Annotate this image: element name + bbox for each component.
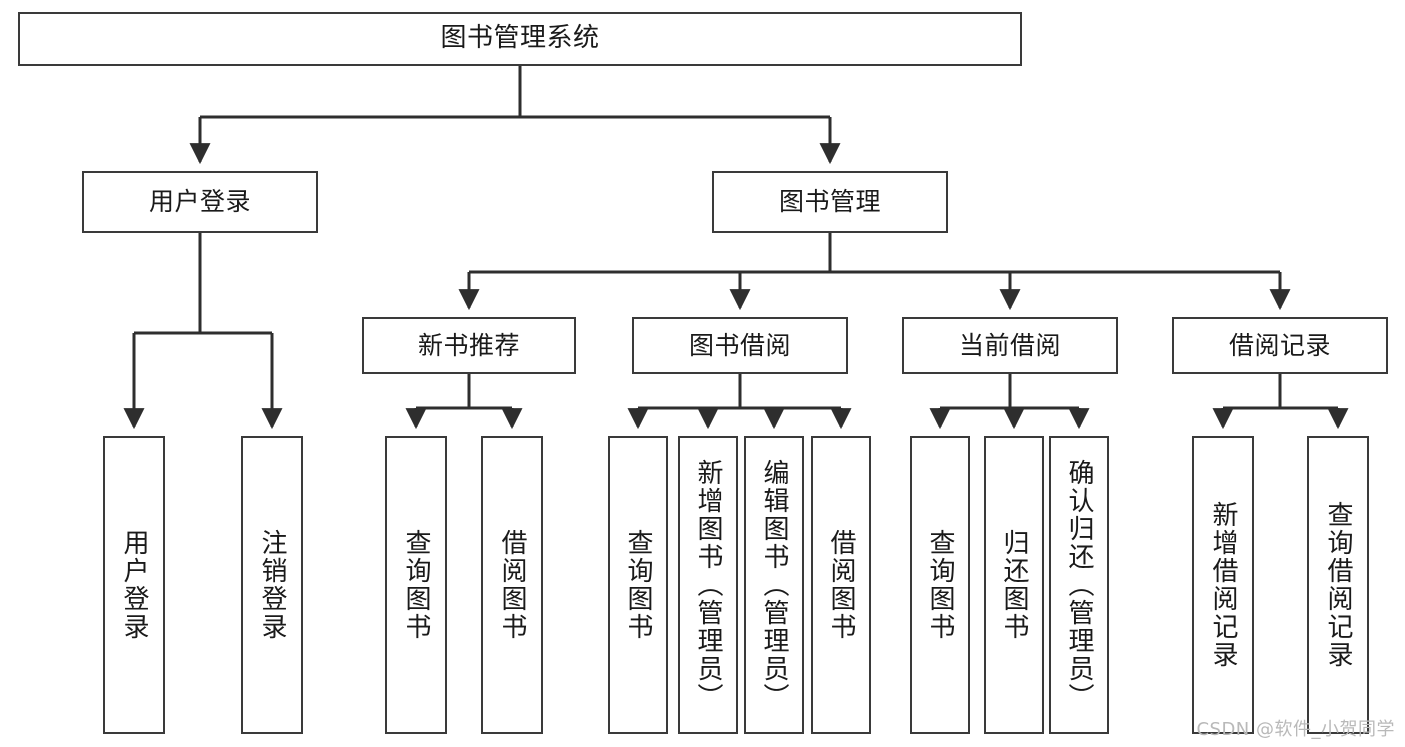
node-book-management[interactable]: 图书管理: [712, 171, 948, 233]
node-label: 查询图书: [925, 529, 956, 641]
node-record-add[interactable]: 新增借阅记录: [1192, 436, 1254, 734]
node-label: 新书推荐: [417, 330, 520, 360]
node-borrow-record[interactable]: 借阅记录: [1172, 317, 1388, 374]
node-borrow-query-book[interactable]: 查询图书: [608, 436, 668, 734]
node-current-query-book[interactable]: 查询图书: [910, 436, 970, 734]
node-label: 当前借阅: [958, 330, 1061, 360]
node-current-confirm-return[interactable]: 确认归还（管理员）: [1049, 436, 1109, 734]
node-label: 确认归还（管理员）: [1064, 459, 1095, 711]
node-label: 查询图书: [401, 529, 432, 641]
node-record-query[interactable]: 查询借阅记录: [1307, 436, 1369, 734]
node-label: 借阅图书: [826, 529, 857, 641]
node-borrow-add-book[interactable]: 新增图书（管理员）: [678, 436, 738, 734]
node-recommend-query-book[interactable]: 查询图书: [385, 436, 447, 734]
node-label: 新增图书（管理员）: [693, 459, 724, 711]
node-root-book-management-system[interactable]: 图书管理系统: [18, 12, 1022, 66]
node-user-logout[interactable]: 注销登录: [241, 436, 303, 734]
node-label: 新增借阅记录: [1208, 501, 1239, 669]
node-label: 图书管理: [778, 187, 881, 216]
node-label: 编辑图书（管理员）: [759, 459, 790, 711]
node-label: 借阅记录: [1228, 330, 1331, 360]
node-borrow-edit-book[interactable]: 编辑图书（管理员）: [744, 436, 804, 734]
node-label: 归还图书: [999, 529, 1030, 641]
node-label: 借阅图书: [497, 529, 528, 641]
node-user-login[interactable]: 用户登录: [82, 171, 318, 233]
node-label: 图书管理系统: [440, 23, 600, 54]
node-label: 用户登录: [119, 529, 150, 641]
node-user-login-do[interactable]: 用户登录: [103, 436, 165, 734]
node-recommend-borrow-book[interactable]: 借阅图书: [481, 436, 543, 734]
node-book-borrow[interactable]: 图书借阅: [632, 317, 848, 374]
node-new-book-recommend[interactable]: 新书推荐: [362, 317, 576, 374]
node-label: 用户登录: [148, 187, 251, 216]
node-label: 查询借阅记录: [1323, 501, 1354, 669]
node-label: 查询图书: [623, 529, 654, 641]
node-label: 图书借阅: [688, 330, 791, 360]
node-borrow-borrow-book[interactable]: 借阅图书: [811, 436, 871, 734]
node-current-return-book[interactable]: 归还图书: [984, 436, 1044, 734]
watermark-text: CSDN @软件_小贺同学: [1196, 719, 1395, 740]
node-label: 注销登录: [257, 529, 288, 641]
node-current-borrow[interactable]: 当前借阅: [902, 317, 1118, 374]
